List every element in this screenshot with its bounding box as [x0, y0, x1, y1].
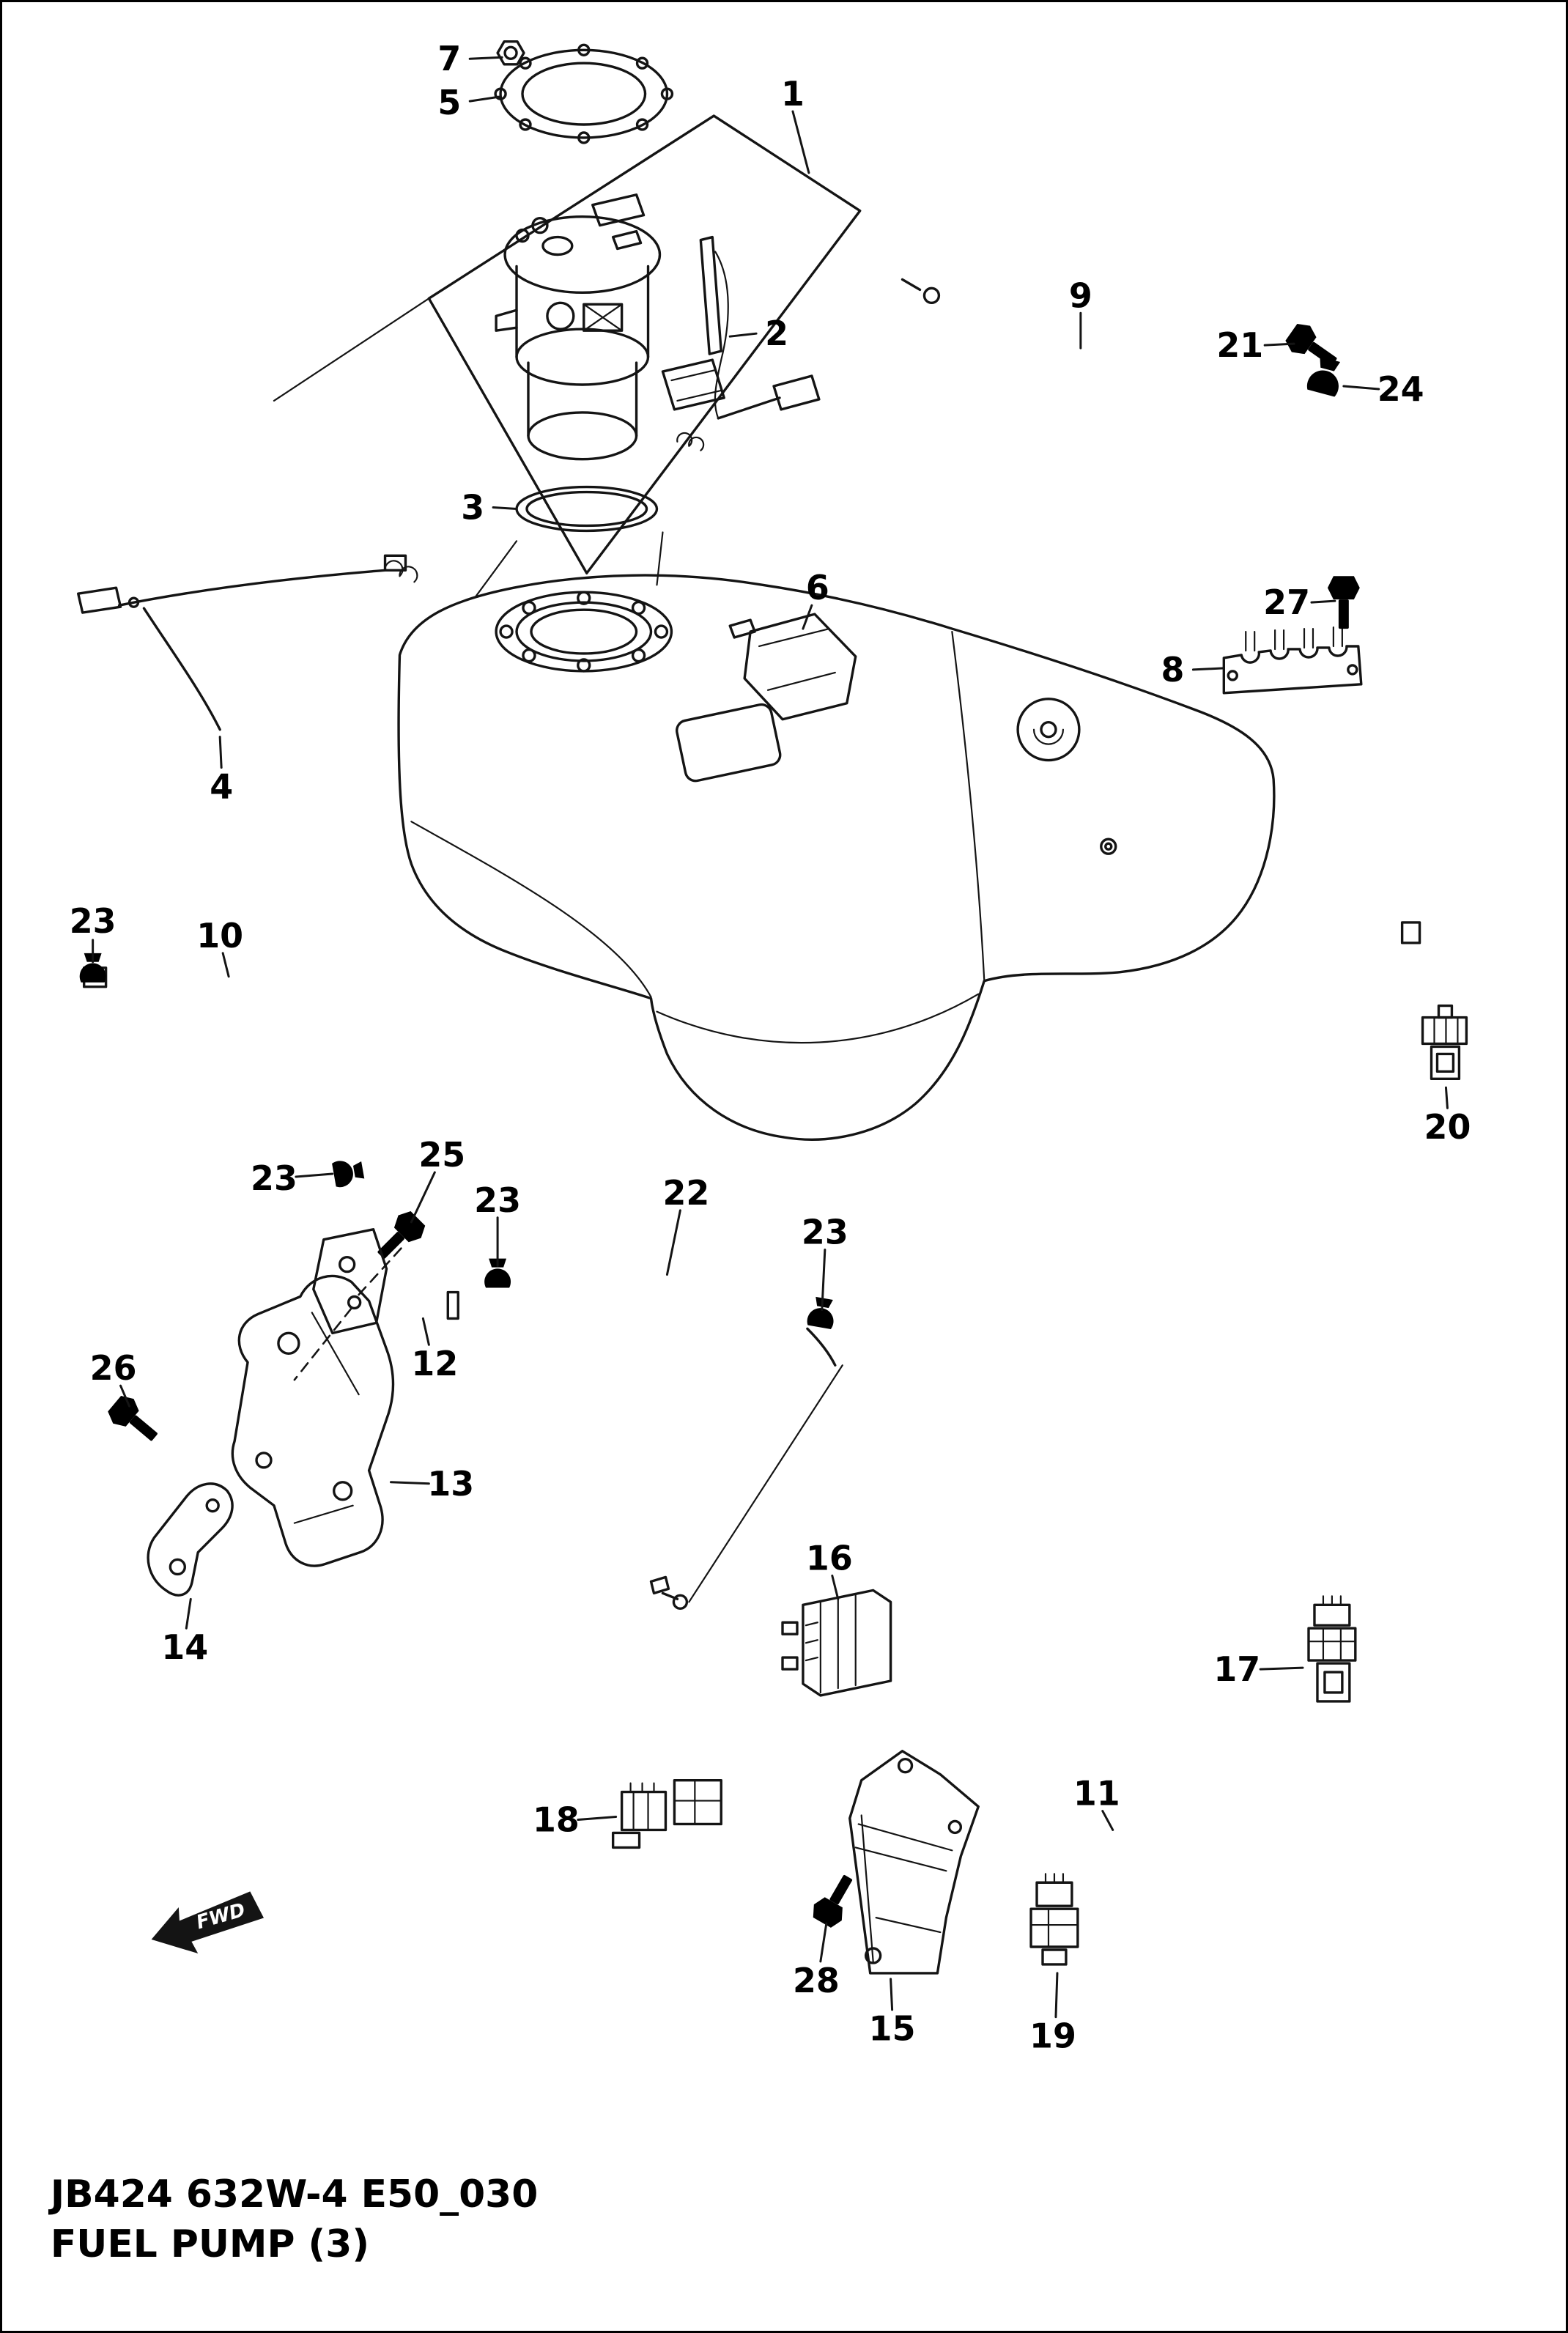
- callout-leader-25: [410, 1171, 436, 1224]
- callout-leader-18: [577, 1816, 618, 1821]
- callout-24: 24: [1377, 369, 1424, 409]
- callout-leader-26: [119, 1384, 131, 1408]
- hose-clamp-bar: [1222, 626, 1363, 695]
- callout-leader-16: [831, 1574, 840, 1600]
- callout-leader-3: [492, 506, 518, 511]
- fuel-hose-22: [517, 1279, 843, 1603]
- ring-nut: [496, 40, 525, 66]
- callout-leader-21: [1263, 342, 1295, 347]
- callout-leader-23: [821, 1249, 826, 1311]
- callout-26: 26: [90, 1348, 137, 1388]
- callout-23: 23: [474, 1180, 521, 1220]
- callout-leader-5: [468, 95, 500, 103]
- exploded-view-box: [273, 114, 862, 598]
- callout-27: 27: [1263, 583, 1310, 622]
- callout-leader-15: [890, 1978, 894, 2011]
- callout-leader-23: [295, 1172, 334, 1178]
- callout-9: 9: [1069, 276, 1092, 315]
- connector-17: [1307, 1595, 1357, 1703]
- callout-25: 25: [418, 1135, 465, 1175]
- callout-1: 1: [781, 74, 805, 114]
- connector-19: [1029, 1873, 1079, 1966]
- callout-4: 4: [210, 766, 233, 806]
- bolt-26: [104, 1391, 166, 1450]
- callout-14: 14: [161, 1627, 208, 1667]
- callout-7: 7: [437, 39, 461, 78]
- bracket-16: [781, 1589, 892, 1697]
- callout-leader-13: [390, 1481, 430, 1485]
- callout-15: 15: [869, 2009, 916, 2049]
- callout-2: 2: [765, 314, 788, 353]
- callout-leader-11: [1101, 1810, 1114, 1831]
- fuel-level-sender: [661, 235, 821, 451]
- callout-28: 28: [793, 1961, 840, 2000]
- bracket-14: [147, 1482, 234, 1597]
- hose-clamp-23-d: [802, 1295, 840, 1339]
- callout-3: 3: [461, 488, 484, 528]
- footer-title: FUEL PUMP (3): [51, 2222, 369, 2266]
- callout-leader-1: [791, 110, 810, 174]
- bolt-28: [807, 1868, 862, 1931]
- callout-23: 23: [70, 901, 117, 941]
- callout-23: 23: [802, 1213, 848, 1252]
- callout-18: 18: [533, 1800, 580, 1839]
- callout-8: 8: [1161, 650, 1185, 689]
- wiring-harness: [77, 554, 418, 731]
- breather-hose-10: [82, 966, 339, 1221]
- fuel-pipe-11: [649, 1575, 1483, 1843]
- callout-13: 13: [427, 1464, 474, 1504]
- callout-22: 22: [662, 1173, 709, 1213]
- callout-5: 5: [437, 83, 461, 122]
- callout-leader-27: [1310, 599, 1336, 604]
- callout-17: 17: [1213, 1649, 1260, 1689]
- callout-6: 6: [806, 568, 829, 607]
- joint-pipe-12: [337, 1221, 459, 1320]
- callout-19: 19: [1029, 2016, 1076, 2056]
- callout-leader-20: [1444, 1086, 1449, 1109]
- footer-code: JB424 632W-4 E50_030: [48, 2173, 539, 2216]
- callout-leader-28: [819, 1922, 828, 1963]
- callout-leader-22: [665, 1209, 681, 1276]
- fwd-arrow: FWD: [151, 1891, 265, 1954]
- tank-pad: [728, 613, 857, 721]
- fuel-tank: [397, 574, 1276, 1141]
- footer: JB424 632W-4 E50_030 FUEL PUMP (3): [48, 2173, 539, 2266]
- fuel-pipe-right: [1032, 977, 1482, 1644]
- diagram-art: FWD 751292124362784231020232523222312261…: [48, 39, 1483, 2266]
- callout-11: 11: [1073, 1774, 1120, 1813]
- callout-leader-17: [1259, 1666, 1304, 1671]
- fuel-pump-module: [495, 193, 662, 461]
- callout-leader-24: [1342, 385, 1380, 391]
- callout-leader-19: [1054, 1972, 1059, 2019]
- callout-12: 12: [411, 1344, 458, 1383]
- callout-leader-2: [728, 332, 758, 338]
- callout-16: 16: [806, 1538, 853, 1578]
- callout-leader-10: [221, 952, 230, 978]
- connector-20: [1421, 1004, 1468, 1081]
- callout-leader-12: [421, 1317, 430, 1346]
- bolt-25: [369, 1207, 429, 1268]
- pump-locking-ring: [494, 43, 674, 144]
- bracket-15: [848, 1750, 980, 1975]
- bracket-13: [231, 1274, 395, 1567]
- callout-21: 21: [1216, 325, 1263, 365]
- bolt-27: [1327, 576, 1360, 629]
- callout-20: 20: [1424, 1107, 1471, 1147]
- fuel-hose-9: [901, 278, 1435, 1026]
- callout-leader-6: [802, 604, 813, 630]
- callout-10: 10: [196, 916, 243, 955]
- callout-leader-7: [468, 56, 503, 60]
- callout-leader-8: [1191, 667, 1225, 671]
- connector-18: [611, 1778, 722, 1849]
- callout-leader-14: [185, 1597, 192, 1630]
- callout-23: 23: [251, 1158, 297, 1198]
- callout-leader-4: [218, 736, 223, 769]
